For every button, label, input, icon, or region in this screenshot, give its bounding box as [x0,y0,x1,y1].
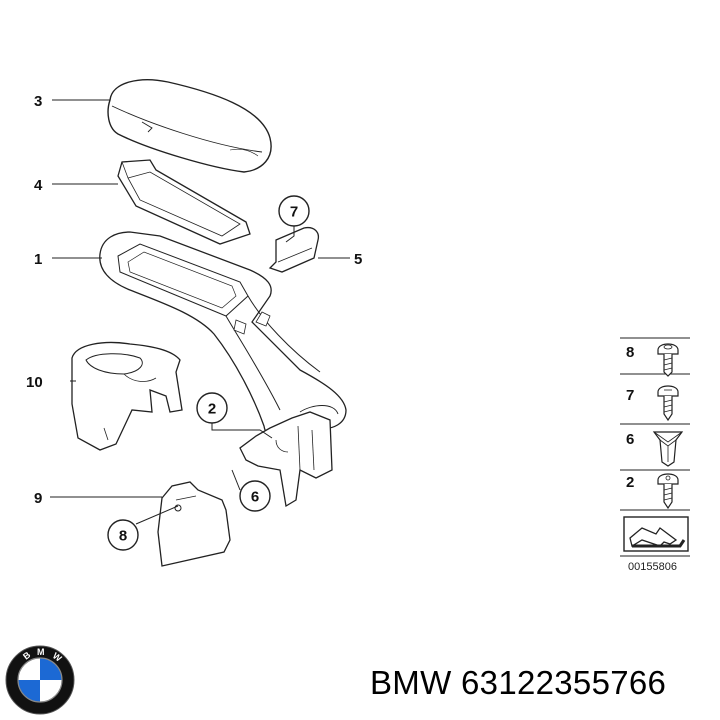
callout-1: 1 [34,251,42,268]
callout-2-label: 2 [208,401,216,418]
part-armrest-cushion [107,79,272,173]
part-cup-holder [71,341,183,451]
callout-4: 4 [34,177,43,194]
button-head-screw-icon [657,343,679,377]
callout-7-circle: 7 [278,195,310,227]
bmw-logo: B M W [5,645,75,715]
callout-9: 9 [34,490,42,507]
brand-part-number: BMW 63122355766 [370,664,667,701]
legend-label-2: 2 [626,474,634,491]
callout-7-label: 7 [290,204,298,221]
callout-5: 5 [354,251,362,268]
part-side-cover [157,481,231,567]
callout-3: 3 [34,93,42,110]
callout-8-label: 8 [119,528,127,545]
callout-5-label: 5 [354,251,362,268]
callout-1-label: 1 [34,251,42,268]
direction-arrow-icon [623,516,689,552]
legend-label-7: 7 [626,387,634,404]
part-small-cover [268,226,320,273]
pan-head-screw-icon [657,385,679,422]
callout-9-label: 9 [34,490,42,507]
torx-screw-icon [657,473,679,510]
leader-lines [50,99,350,525]
fastener-legend: 8 7 6 2 [620,337,690,573]
diagram-code: 00155806 [628,561,677,573]
legend-label-8: 8 [626,344,634,361]
callout-8-circle: 8 [107,519,139,551]
callout-6-circle: 6 [239,480,271,512]
callout-6-label: 6 [251,489,259,506]
svg-text:B: B [21,649,33,661]
callout-10-label: 10 [26,374,43,391]
callout-4-label: 4 [34,177,43,194]
legend-label-6: 6 [626,431,634,448]
part-storage-tray [117,159,251,245]
callout-10: 10 [26,374,43,391]
expanding-nut-icon [652,431,684,467]
callout-3-label: 3 [34,93,42,110]
callout-2-circle: 2 [196,392,228,424]
part-armrest-frame [99,231,347,508]
svg-text:M: M [37,647,45,657]
